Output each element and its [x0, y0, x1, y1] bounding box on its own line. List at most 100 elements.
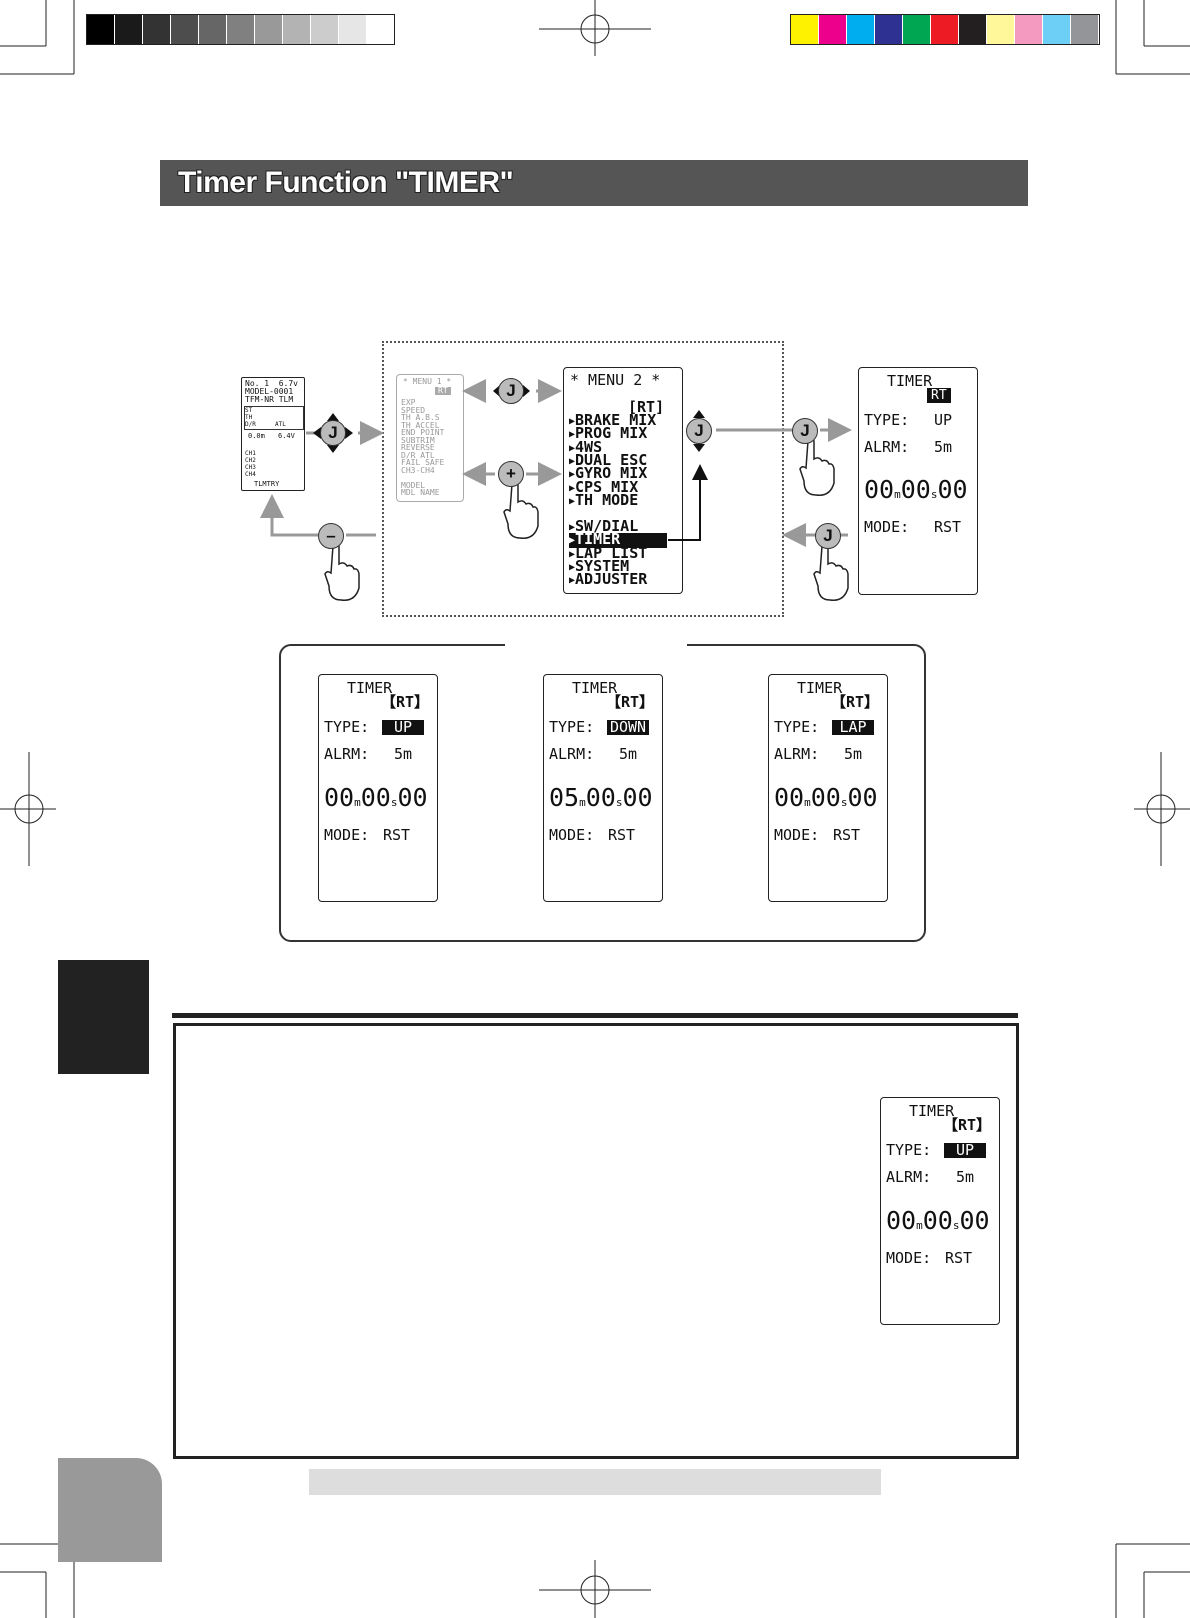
menu2-item-label: 4WS [575, 437, 603, 456]
color-swatch [791, 15, 819, 44]
title-bar [160, 160, 1028, 206]
variant-type-value: LAP [832, 720, 874, 735]
menu-arrow-icon: ▶ [569, 548, 576, 560]
menu2-screen: * MENU 2 * [RT] ▶BRAKE MIX▶PROG MIX▶4WS▶… [563, 367, 683, 594]
timer-lower-mode-label: MODE: [886, 1249, 932, 1267]
menu2-item-label: CPS MIX [575, 477, 639, 496]
menu1-item: END POINT [401, 428, 445, 437]
variant-tag: 【RT】 [381, 693, 430, 711]
color-swatch [931, 15, 959, 44]
color-swatch [1015, 15, 1043, 44]
menu2-item-label: GYRO MIX [575, 464, 648, 483]
menu2-item-label: LAP LIST [575, 543, 648, 562]
variant-mode-value: RST [383, 826, 411, 844]
color-swatch [903, 15, 931, 44]
menu2-item[interactable]: ▶PROG MIX [569, 426, 647, 441]
variant-type-label: TYPE: [549, 718, 595, 736]
gray-scale-bar [86, 14, 395, 45]
gray-swatch [87, 15, 115, 44]
gray-swatch [227, 15, 255, 44]
home-screen: No. 1 6.7v MODEL-0001 TFM-NR TLM ST TH D… [241, 377, 305, 491]
menu1-item: MODEL [401, 480, 426, 490]
menu-arrow-icon: ▶ [569, 535, 576, 547]
frame-gap [505, 638, 687, 650]
timer-lower-mode-value: RST [945, 1249, 973, 1267]
color-swatch [1071, 15, 1099, 44]
page-tab [58, 1458, 162, 1562]
home-val2: 6.4V [278, 432, 295, 440]
j-button-home[interactable]: J [320, 420, 346, 446]
menu2-item-label: ADJUSTER [575, 570, 648, 589]
menu2-item-label: SW/DIAL [575, 517, 639, 535]
home-ch1: CH1 [245, 450, 256, 457]
flow-arrows [260, 379, 852, 601]
minus-button[interactable]: – [318, 523, 344, 549]
timer-lower-alrm-label: ALRM: [886, 1168, 932, 1186]
menu2-item[interactable]: ▶ADJUSTER [569, 570, 648, 589]
menu2-item[interactable]: ▶GYRO MIX [569, 464, 648, 483]
menu2-item-label: DUAL ESC [575, 450, 648, 469]
j-button-timer-return[interactable]: J [815, 523, 841, 549]
timer-lower-tag: 【RT】 [943, 1116, 992, 1134]
variant-type-value: DOWN [607, 720, 649, 735]
variant-alrm-value: 5m [394, 745, 413, 763]
timer-main-screen: TIMER RT TYPE: UP ALRM: 5m 00m00s00 MODE… [858, 367, 978, 595]
menu-arrow-icon: ▶ [569, 482, 576, 494]
menu2-item-selected[interactable]: ▶TIMER [569, 532, 667, 548]
home-atl: ATL [275, 421, 286, 428]
timer-lower-title: TIMER [909, 1102, 955, 1120]
variant-title: TIMER [347, 679, 393, 697]
menu2-tag: [RT] [628, 398, 665, 416]
menu2-item[interactable]: ▶4WS [569, 437, 603, 456]
home-val1: 0.0m [248, 432, 265, 440]
home-ch2: CH2 [245, 457, 256, 464]
variant-type-label: TYPE: [324, 718, 370, 736]
timer-main-title: TIMER [887, 372, 933, 390]
page-title: Timer Function "TIMER" [178, 166, 514, 199]
variant-mode-label: MODE: [324, 826, 370, 844]
home-ch4: CH4 [245, 471, 256, 478]
gray-swatch [311, 15, 339, 44]
menu1-item: EXP [401, 398, 416, 407]
variant-tag: 【RT】 [606, 693, 655, 711]
section-rule [172, 1013, 1018, 1018]
variant-mode-label: MODE: [774, 826, 820, 844]
menu-arrow-icon: ▶ [569, 561, 576, 573]
menu1-item: REVERSE [401, 443, 435, 452]
menu1-item: TH A.B.S [401, 413, 440, 422]
lower-box [173, 1023, 1019, 1459]
gray-swatch [143, 15, 171, 44]
home-line1: No. 1 6.7v [245, 379, 298, 388]
menu2-item[interactable]: ▶TH MODE [569, 490, 639, 509]
variant-type-value: UP [382, 720, 424, 735]
variant-time: 00m00s00 [324, 783, 428, 812]
home-footer: TLMTRY [254, 480, 280, 488]
menu2-item[interactable]: ▶SYSTEM [569, 558, 629, 574]
j-button-menu2[interactable]: J [686, 418, 712, 444]
menu2-item-label: TH MODE [575, 490, 639, 509]
menu-group-frame [382, 341, 784, 617]
variant-title: TIMER [797, 679, 843, 697]
menu-arrow-icon: ▶ [569, 469, 576, 481]
variant-alrm-label: ALRM: [549, 745, 595, 763]
timer-main-time: 00m00s00 [864, 475, 968, 504]
gray-swatch [367, 15, 394, 44]
j-button-menu1[interactable]: J [498, 378, 524, 404]
home-st: ST [245, 407, 253, 414]
menu2-item[interactable]: ▶LAP LIST [569, 543, 648, 562]
menu1-item: CH3-CH4 [401, 465, 435, 475]
j-button-timer-enter[interactable]: J [792, 418, 818, 444]
gray-swatch [255, 15, 283, 44]
gray-swatch [283, 15, 311, 44]
menu2-item[interactable]: ▶BRAKE MIX [569, 413, 656, 428]
color-swatch [875, 15, 903, 44]
menu2-item[interactable]: ▶SW/DIAL [569, 517, 639, 535]
menu2-item[interactable]: ▶DUAL ESC [569, 450, 648, 469]
variant-title: TIMER [572, 679, 618, 697]
menu2-item[interactable]: ▶CPS MIX [569, 477, 639, 496]
plus-button[interactable]: + [498, 461, 524, 487]
